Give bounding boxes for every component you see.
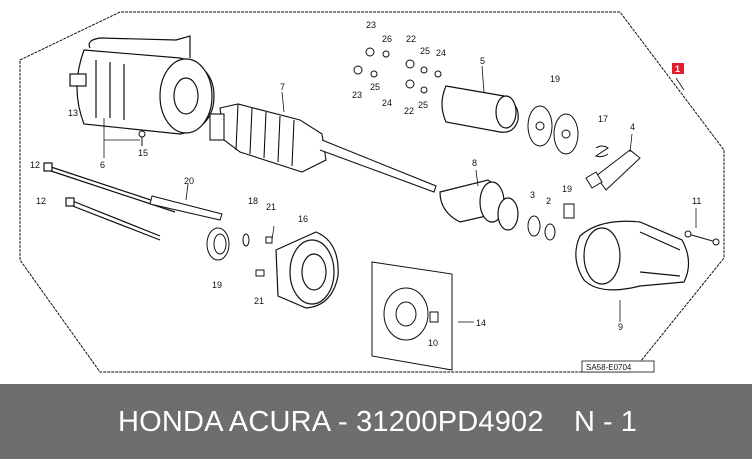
callout-25-mid: 25 xyxy=(418,100,428,110)
callout-6: 6 xyxy=(100,160,105,170)
callout-19-left: 19 xyxy=(212,280,222,290)
callout-15: 15 xyxy=(138,148,148,158)
callout-leaders xyxy=(103,65,697,323)
callout-1-label: 1 xyxy=(675,64,680,74)
callout-23-low: 23 xyxy=(352,90,362,100)
callout-20: 20 xyxy=(184,176,194,186)
part-spring-17 xyxy=(594,145,609,158)
callout-2: 2 xyxy=(546,196,551,206)
part-end-cover-16 xyxy=(275,231,339,309)
part-screw-15 xyxy=(138,130,146,146)
callout-13: 13 xyxy=(68,108,78,118)
footer-bar: HONDA ACURA - 31200PD4902 N - 1 xyxy=(0,384,752,459)
callout-26: 26 xyxy=(382,34,392,44)
callout-22-top: 22 xyxy=(406,34,416,44)
callout-9: 9 xyxy=(618,322,623,332)
part-through-bolt-lower xyxy=(65,197,161,241)
part-screw-21-upper xyxy=(265,236,273,244)
part-drive-housing-9 xyxy=(575,220,690,291)
part-hardware-cluster xyxy=(353,47,442,94)
part-solenoid-5 xyxy=(441,85,519,133)
callout-1-highlight xyxy=(672,63,684,74)
diagram-code-box xyxy=(581,360,655,373)
part-clip-19 xyxy=(563,203,575,219)
callout-19-clip: 19 xyxy=(562,184,572,194)
part-brush-holder-14 xyxy=(371,261,453,371)
part-motor-housing xyxy=(69,35,215,135)
callout-3: 3 xyxy=(530,190,535,200)
callout-12-upper: 12 xyxy=(30,160,40,170)
callout-11: 11 xyxy=(692,196,701,206)
callout-10: 10 xyxy=(428,338,438,348)
part-shift-fork-4 xyxy=(585,149,641,191)
callout-17: 17 xyxy=(598,114,608,124)
callout-21-upper: 21 xyxy=(266,202,276,212)
part-armature xyxy=(209,103,437,193)
callout-8: 8 xyxy=(472,158,477,168)
part-seal-19-left xyxy=(206,227,230,261)
callout-25-low: 25 xyxy=(370,82,380,92)
part-screw-21-lower xyxy=(255,269,265,277)
diagram-position: N - 1 xyxy=(574,406,637,438)
exploded-parts-diagram: 23 26 22 25 24 23 25 24 22 25 5 7 13 6 1… xyxy=(19,11,725,373)
callout-22-low: 22 xyxy=(404,106,414,116)
part-bolts-11 xyxy=(684,230,720,246)
part-shift-lever-20 xyxy=(149,195,223,221)
assembly-boundary xyxy=(19,11,725,373)
callout-labels: 23 26 22 25 24 23 25 24 22 25 5 7 13 6 1… xyxy=(30,20,701,348)
callout-25-top: 25 xyxy=(420,46,430,56)
callout-18: 18 xyxy=(248,196,258,206)
callout-24-low: 24 xyxy=(382,98,392,108)
callout-16: 16 xyxy=(298,214,308,224)
part-ring-3 xyxy=(527,215,541,237)
callout-4: 4 xyxy=(630,122,635,132)
callout-7: 7 xyxy=(280,82,285,92)
diagram-code: SA58-E0704 xyxy=(586,363,632,372)
part-plates-19 xyxy=(527,105,579,155)
part-washer-18 xyxy=(242,233,250,247)
callout-21-lower: 21 xyxy=(254,296,264,306)
callout-14: 14 xyxy=(476,318,486,328)
callout-5: 5 xyxy=(480,56,485,66)
part-pinion-8 xyxy=(439,179,519,231)
part-ring-2 xyxy=(544,223,556,241)
callout-24-top: 24 xyxy=(436,48,446,58)
callout-23-top: 23 xyxy=(366,20,376,30)
callout-19-plates: 19 xyxy=(550,74,560,84)
part-title: HONDA ACURA - 31200PD4902 xyxy=(118,406,544,438)
callout-12-lower: 12 xyxy=(36,196,46,206)
